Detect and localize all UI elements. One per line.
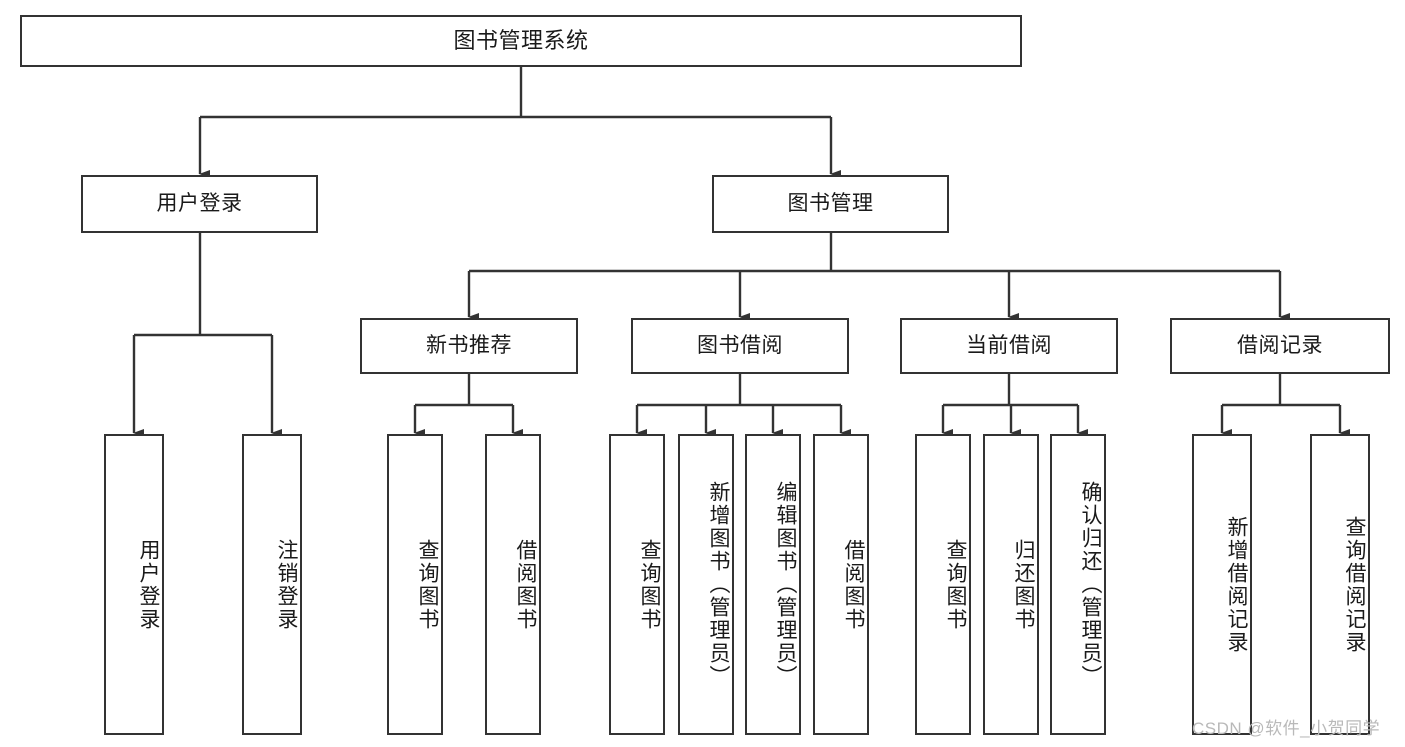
node-leaf-query-book-3[interactable]: 查询图书 [915,434,971,735]
node-leaf-user-login[interactable]: 用户登录 [104,434,164,735]
node-leaf-add-book[interactable]: 新增图书（管理员） [678,434,734,735]
node-book-manage[interactable]: 图书管理 [712,175,949,233]
node-root[interactable]: 图书管理系统 [20,15,1022,67]
node-leaf-query-record[interactable]: 查询借阅记录 [1310,434,1370,735]
node-leaf-query-book-2[interactable]: 查询图书 [609,434,665,735]
node-leaf-add-record[interactable]: 新增借阅记录 [1192,434,1252,735]
node-new-book-recommend[interactable]: 新书推荐 [360,318,578,374]
node-leaf-borrow-book-2[interactable]: 借阅图书 [813,434,869,735]
node-leaf-return-book[interactable]: 归还图书 [983,434,1039,735]
watermark-label: CSDN @软件_小贺同学 [1192,719,1381,738]
node-leaf-borrow-book-1[interactable]: 借阅图书 [485,434,541,735]
node-leaf-logout[interactable]: 注销登录 [242,434,302,735]
node-borrow-record[interactable]: 借阅记录 [1170,318,1390,374]
node-leaf-edit-book[interactable]: 编辑图书（管理员） [745,434,801,735]
node-leaf-confirm-return[interactable]: 确认归还（管理员） [1050,434,1106,735]
node-current-borrow[interactable]: 当前借阅 [900,318,1118,374]
node-user-login[interactable]: 用户登录 [81,175,318,233]
node-book-borrow[interactable]: 图书借阅 [631,318,849,374]
node-leaf-query-book-1[interactable]: 查询图书 [387,434,443,735]
